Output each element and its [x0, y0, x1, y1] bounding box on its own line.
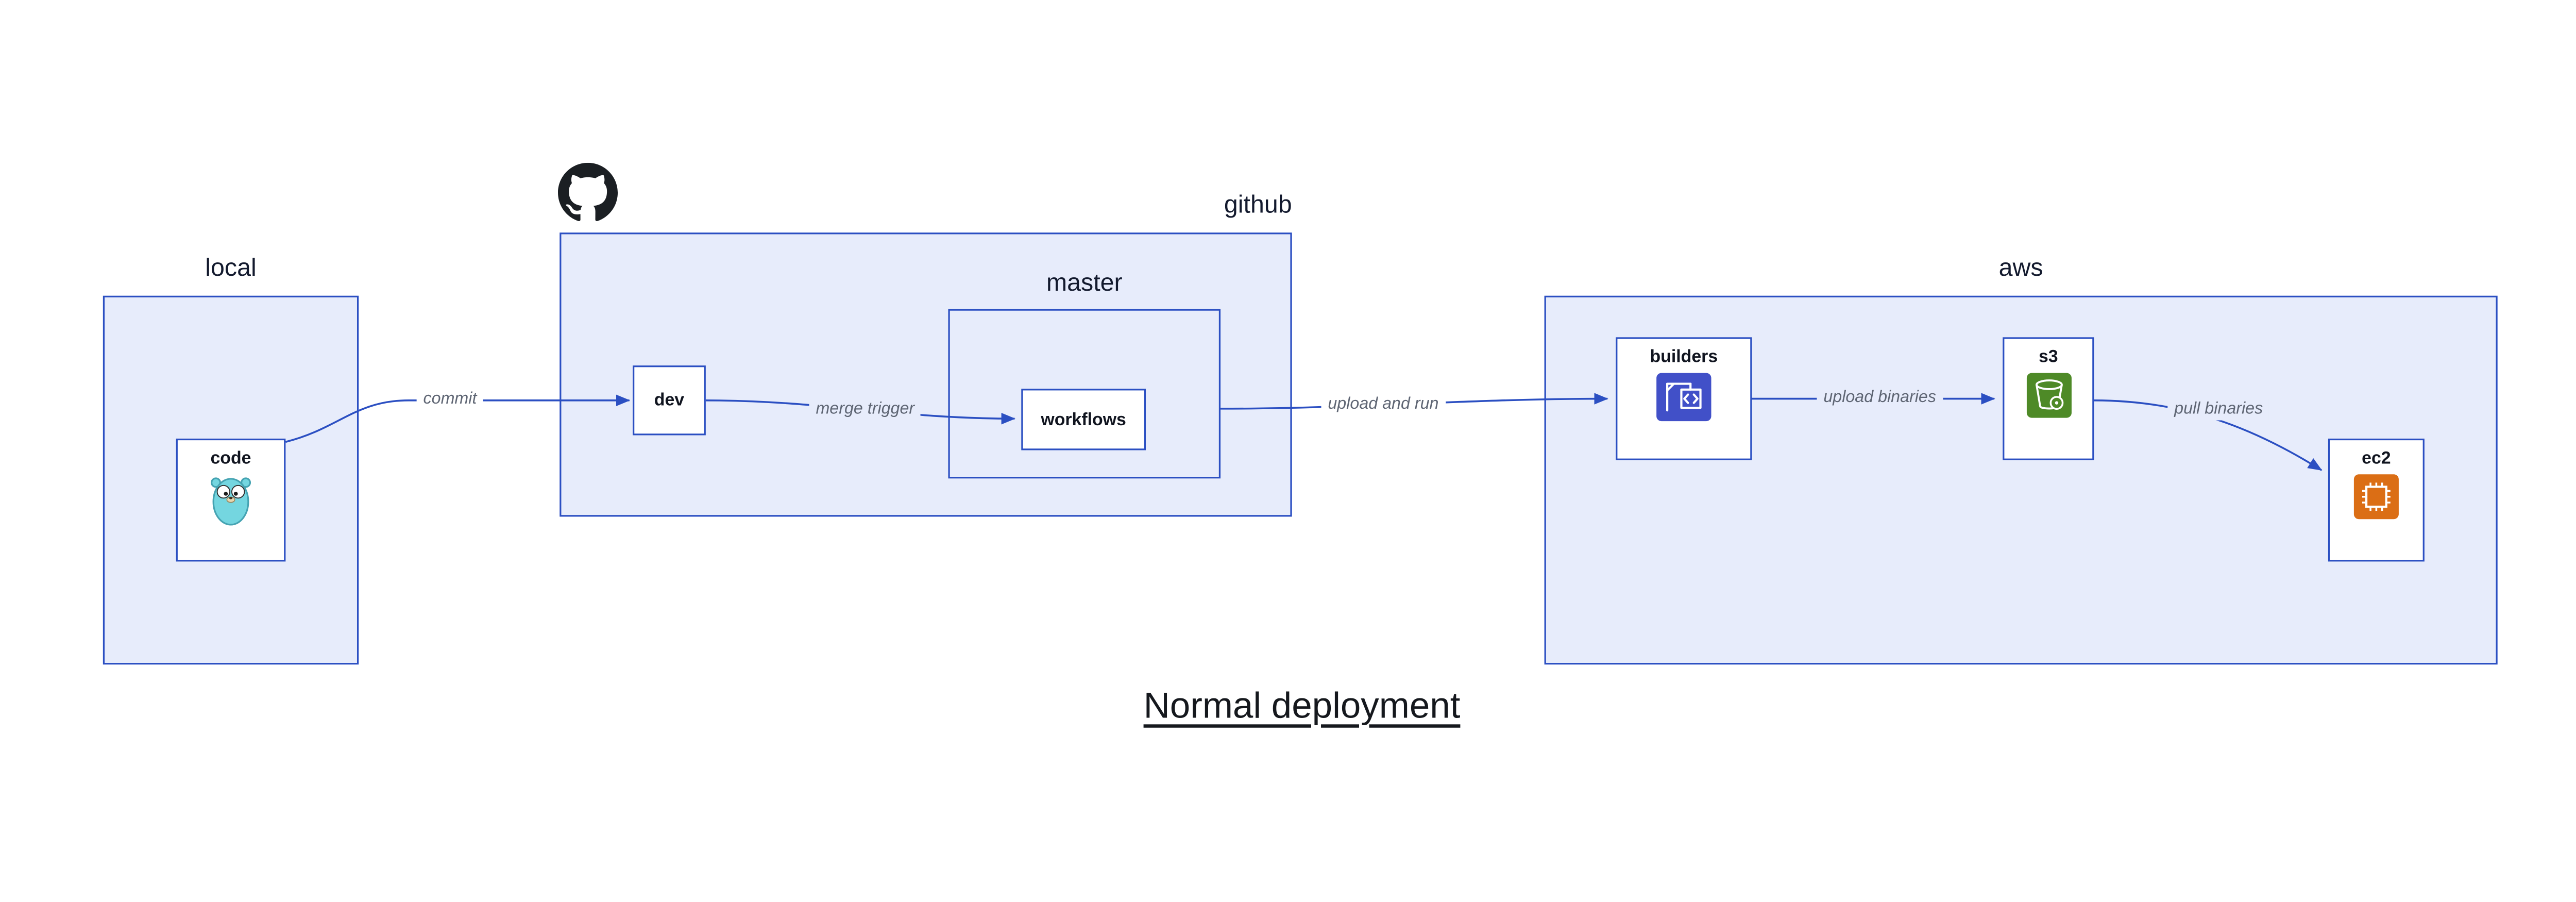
node-builders-label: builders — [1650, 347, 1718, 368]
diagram-title: Normal deployment — [0, 684, 2576, 728]
node-code-label: code — [210, 448, 251, 469]
container-label-github: github — [1224, 191, 1292, 220]
container-label-master: master — [1046, 269, 1123, 297]
node-dev: dev — [633, 365, 706, 436]
edge-label-commit: commit — [416, 389, 484, 411]
diagram-title-text: Normal deployment — [1143, 684, 1461, 726]
edge-label-merge-trigger: merge trigger — [809, 398, 922, 421]
codebuild-crane-icon — [1656, 372, 1713, 422]
go-gopher-icon — [209, 474, 252, 527]
node-ec2-label: ec2 — [2362, 448, 2391, 469]
s3-bucket-icon — [2025, 372, 2072, 419]
node-code: code — [176, 438, 286, 562]
edge-label-upload-binaries: upload binaries — [1817, 387, 1943, 409]
node-workflows-label: workflows — [1041, 409, 1126, 430]
node-dev-label: dev — [654, 390, 685, 411]
container-label-aws: aws — [1998, 254, 2043, 282]
edge-label-pull-binaries: pull binaries — [2167, 398, 2270, 421]
node-s3: s3 — [2003, 337, 2094, 460]
github-octocat-icon — [557, 162, 618, 223]
ec2-chip-icon — [2353, 474, 2399, 520]
container-label-local: local — [205, 254, 257, 282]
node-workflows: workflows — [1021, 389, 1146, 450]
node-ec2: ec2 — [2328, 438, 2425, 562]
node-builders: builders — [1616, 337, 1752, 460]
edge-label-upload-and-run: upload and run — [1321, 393, 1446, 415]
node-s3-label: s3 — [2038, 347, 2058, 368]
